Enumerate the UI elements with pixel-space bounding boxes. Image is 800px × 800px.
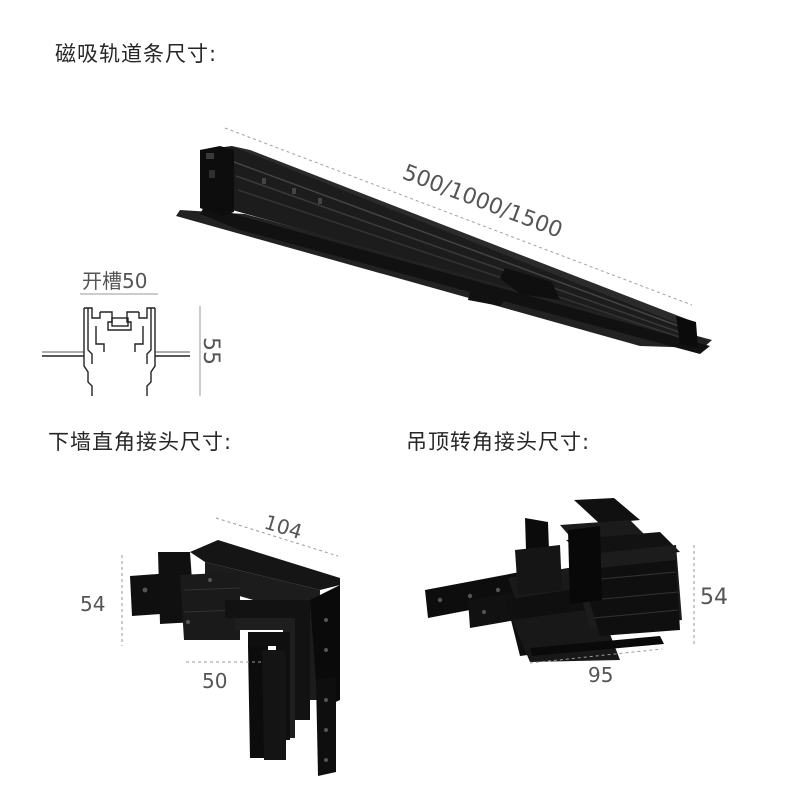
wall-corner-connector-image xyxy=(130,540,340,776)
track-section-title: 磁吸轨道条尺寸: xyxy=(55,42,218,66)
track-length-dim-line xyxy=(224,127,693,306)
ceiling-corner-connector-image xyxy=(425,498,682,662)
ceiling-width-dim-line xyxy=(529,648,663,664)
ceiling-height-label: 54 xyxy=(700,585,728,610)
wall-height-label: 54 xyxy=(80,592,105,616)
wall-top-label: 104 xyxy=(262,510,306,544)
section-height-label: 55 xyxy=(198,337,223,365)
ceiling-corner-section-title: 吊顶转角接头尺寸: xyxy=(406,430,591,454)
slot-width-label: 开槽50 xyxy=(82,269,147,293)
track-cross-section xyxy=(42,307,190,396)
ceiling-width-label: 95 xyxy=(588,663,613,687)
wall-corner-section-title: 下墙直角接头尺寸: xyxy=(48,430,233,454)
track-rail-image xyxy=(176,146,712,354)
wall-width-label: 50 xyxy=(202,669,227,693)
